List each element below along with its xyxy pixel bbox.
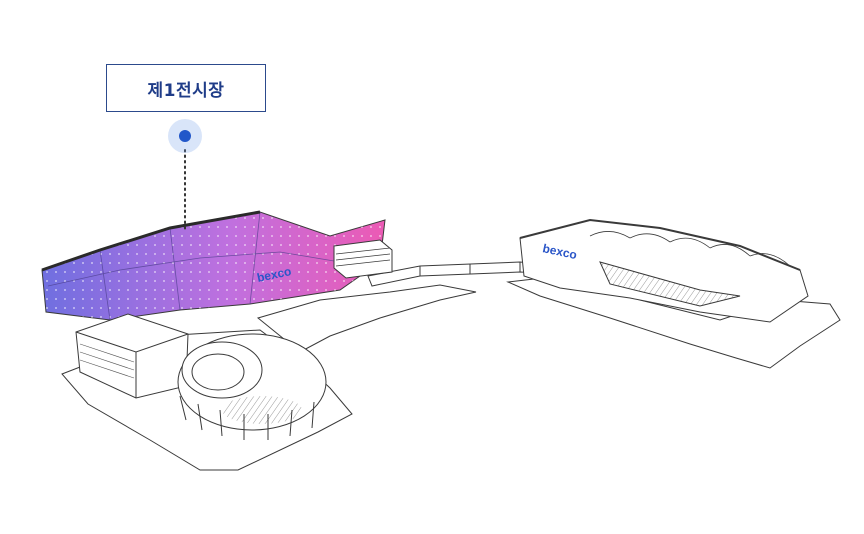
- hall-1-label-text: 제1전시장: [147, 80, 225, 101]
- exhibition-hall-1[interactable]: bexco: [41, 210, 393, 321]
- auditorium-oval: [177, 333, 327, 440]
- location-pin-icon[interactable]: [168, 119, 202, 153]
- hall-1-label[interactable]: 제1전시장: [106, 64, 266, 112]
- location-dot-icon: [179, 130, 191, 142]
- exhibition-hall-2: bexco: [519, 218, 809, 323]
